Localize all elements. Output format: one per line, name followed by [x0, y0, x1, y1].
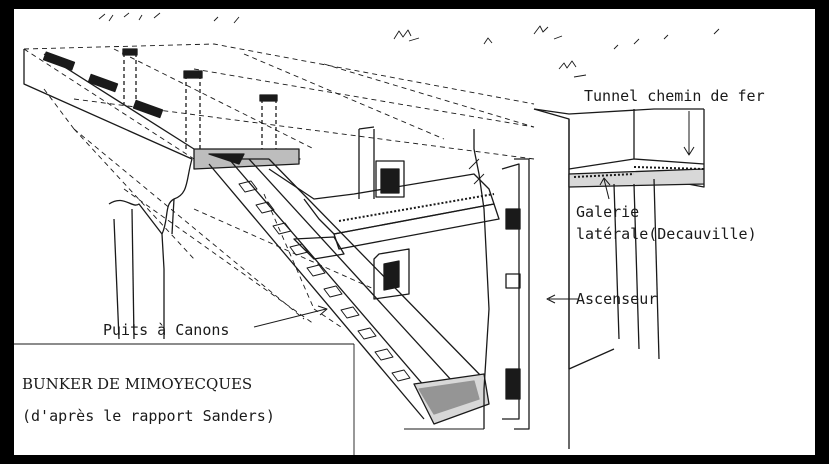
label-puits-a-canons: Puits à Canons: [103, 321, 230, 339]
bunker-cutaway-drawing: [14, 12, 720, 455]
left-cliff: [108, 158, 193, 340]
ground-plan-dashed: [23, 43, 535, 330]
caption-subtitle: (d'après le rapport Sanders): [22, 407, 275, 425]
label-laterale-decauville: latérale(Decauville): [576, 225, 757, 243]
label-galerie: Galerie: [576, 203, 640, 221]
caption-title: BUNKER DE MIMOYECQUES: [22, 375, 253, 393]
vent-shafts: [122, 48, 278, 154]
elevator-shaft: [468, 108, 570, 449]
terrain-grass: [98, 12, 720, 78]
label-tunnel-chemin-de-fer: Tunnel chemin de fer: [584, 87, 765, 105]
surface-slab: [23, 49, 301, 170]
inclined-gun-shaft: [208, 158, 490, 425]
label-ascenseur: Ascenseur: [576, 290, 658, 308]
lower-ground-lines: [14, 343, 484, 455]
diagram-frame: Tunnel chemin de fer Galerie latérale(De…: [14, 9, 815, 455]
horizontal-gallery: [268, 126, 500, 300]
label-pointers: [253, 111, 695, 328]
railway-tunnel: [568, 166, 705, 360]
